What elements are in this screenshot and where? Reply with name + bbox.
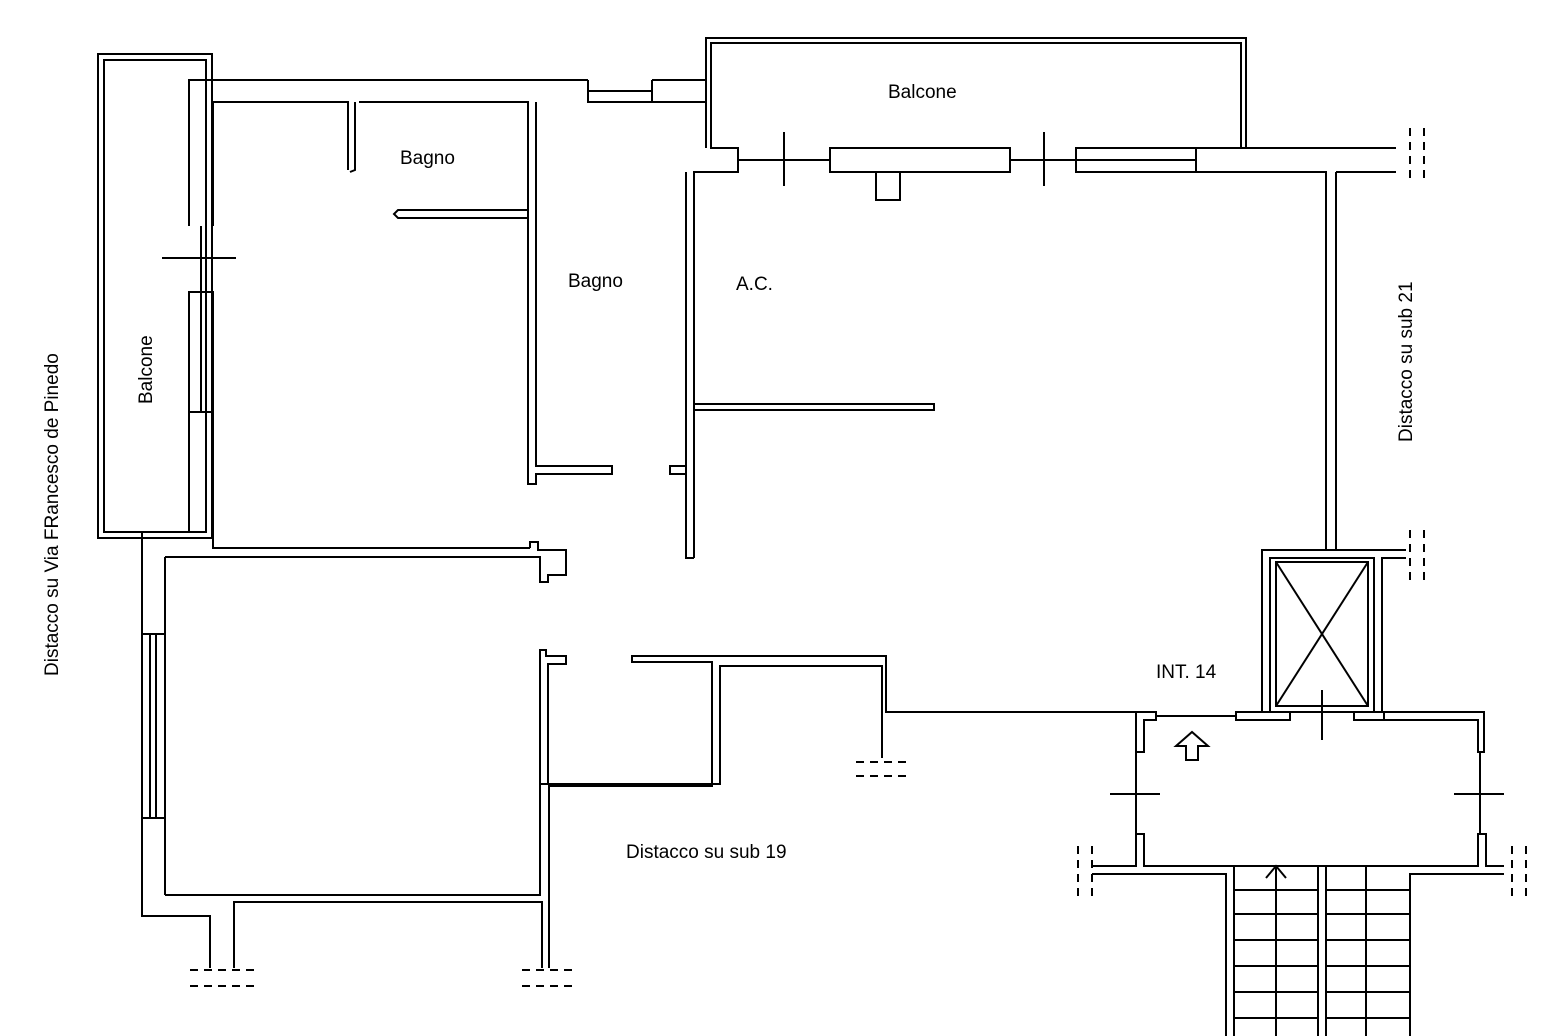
dashed-marks: [190, 128, 1527, 987]
label-ac: A.C.: [736, 274, 773, 295]
landing: [1092, 711, 1504, 1036]
top-balcony: [705, 37, 1247, 148]
left-balcony: [97, 53, 213, 539]
label-int: INT. 14: [1156, 662, 1217, 683]
label-distacco-right: Distacco su sub 21: [1396, 281, 1417, 442]
left-windows: [141, 226, 236, 819]
label-bagno-1: Bagno: [400, 148, 455, 169]
staircase: [1233, 864, 1410, 1036]
top-windows: [738, 132, 1197, 201]
label-bagno-2: Bagno: [568, 271, 623, 292]
label-balcone-top: Balcone: [888, 82, 957, 103]
exterior-walls: [141, 79, 1396, 968]
interior-walls: [349, 102, 935, 559]
label-distacco-bottom: Distacco su sub 19: [626, 842, 787, 863]
elevator: [1235, 549, 1406, 740]
label-distacco-left: Distacco su Via FRancesco de Pinedo: [42, 353, 63, 676]
label-balcone-left: Balcone: [136, 335, 157, 404]
